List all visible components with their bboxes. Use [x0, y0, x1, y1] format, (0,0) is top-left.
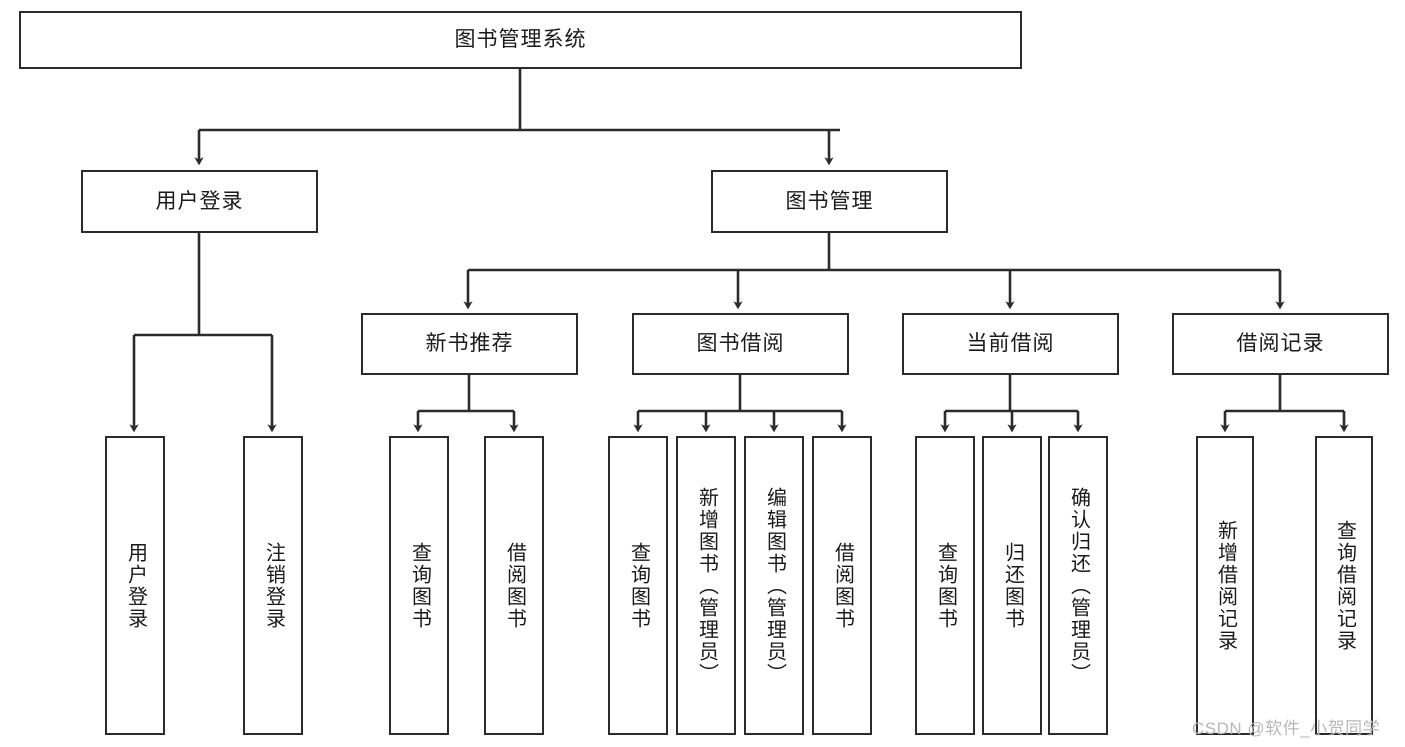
node-current-borrow-label: 当前借阅 [966, 332, 1055, 356]
node-user-login-label: 用户登录 [155, 189, 244, 213]
leaf-return-book[interactable]: 归还图书 [982, 436, 1042, 735]
leaf-add-book[interactable]: 新增图书（管理员） [676, 436, 736, 735]
leaf-add-record-label: 新增借阅记录 [1214, 519, 1237, 652]
leaf-borrow-book-2[interactable]: 借阅图书 [812, 436, 872, 735]
leaf-query-book-1-label: 查询图书 [408, 541, 431, 630]
leaf-confirm-return[interactable]: 确认归还（管理员） [1048, 436, 1108, 735]
node-new-book-recommend-label: 新书推荐 [425, 332, 514, 356]
node-book-management-label: 图书管理 [785, 189, 874, 213]
leaf-add-book-label: 新增图书（管理员） [695, 486, 718, 685]
node-book-borrow-label: 图书借阅 [696, 332, 785, 356]
node-root-label: 图书管理系统 [454, 28, 587, 52]
leaf-user-login-label: 用户登录 [124, 541, 147, 630]
leaf-query-record[interactable]: 查询借阅记录 [1315, 436, 1373, 735]
node-book-borrow[interactable]: 图书借阅 [632, 313, 849, 375]
leaf-query-record-label: 查询借阅记录 [1333, 519, 1356, 652]
leaf-query-book-3-label: 查询图书 [934, 541, 957, 630]
leaf-query-book-1[interactable]: 查询图书 [389, 436, 449, 735]
leaf-borrow-book-1-label: 借阅图书 [503, 541, 526, 630]
leaf-borrow-book-2-label: 借阅图书 [831, 541, 854, 630]
leaf-add-record[interactable]: 新增借阅记录 [1196, 436, 1254, 735]
leaf-user-login[interactable]: 用户登录 [105, 436, 165, 735]
node-borrow-record[interactable]: 借阅记录 [1172, 313, 1389, 375]
leaf-logout-login[interactable]: 注销登录 [243, 436, 303, 735]
node-current-borrow[interactable]: 当前借阅 [902, 313, 1119, 375]
leaf-query-book-2[interactable]: 查询图书 [608, 436, 668, 735]
node-user-login[interactable]: 用户登录 [81, 170, 318, 233]
leaf-edit-book-label: 编辑图书（管理员） [763, 486, 786, 685]
leaf-query-book-2-label: 查询图书 [627, 541, 650, 630]
node-new-book-recommend[interactable]: 新书推荐 [361, 313, 578, 375]
leaf-query-book-3[interactable]: 查询图书 [915, 436, 975, 735]
leaf-logout-login-label: 注销登录 [262, 541, 285, 630]
leaf-return-book-label: 归还图书 [1001, 541, 1024, 630]
leaf-edit-book[interactable]: 编辑图书（管理员） [744, 436, 804, 735]
node-root[interactable]: 图书管理系统 [19, 11, 1022, 69]
node-book-management[interactable]: 图书管理 [711, 170, 948, 233]
leaf-borrow-book-1[interactable]: 借阅图书 [484, 436, 544, 735]
leaf-confirm-return-label: 确认归还（管理员） [1067, 486, 1090, 685]
node-borrow-record-label: 借阅记录 [1236, 332, 1325, 356]
